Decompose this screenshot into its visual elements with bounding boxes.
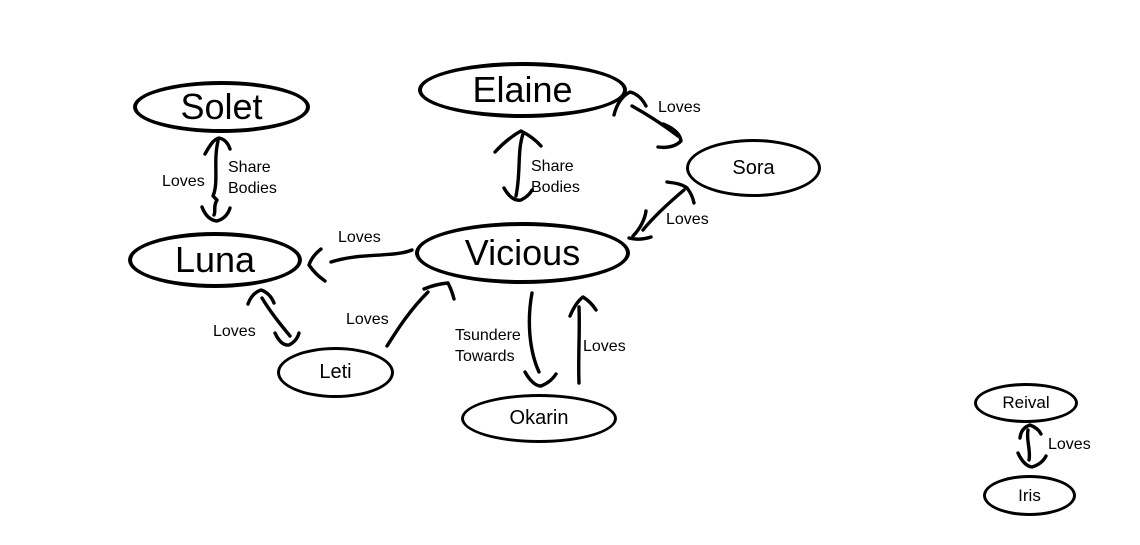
edge-label-elaine-sora-loves: Loves — [658, 99, 701, 116]
node-okarin-label: Okarin — [509, 407, 569, 429]
edge-label-leti-vicious-loves: Loves — [346, 311, 389, 328]
node-luna: Luna — [128, 232, 302, 288]
arrow-leti-vicious — [385, 281, 456, 348]
edge-label-luna-leti-loves: Loves — [213, 323, 256, 340]
node-leti: Leti — [277, 347, 394, 398]
arrow-elaine-sora — [612, 90, 683, 150]
edge-label-solet-luna-loves: Loves — [162, 173, 205, 190]
node-okarin: Okarin — [461, 394, 617, 443]
node-reival: Reival — [974, 383, 1078, 423]
edge-label-elaine-vicious-share-bodies: Share Bodies — [531, 158, 580, 196]
edge-label-vicious-luna-loves: Loves — [338, 229, 381, 246]
node-iris: Iris — [983, 475, 1076, 516]
edge-label-reival-iris-loves: Loves — [1048, 436, 1091, 453]
edge-label-vicious-okarin-tsundere-towards: Tsundere Towards — [455, 327, 521, 365]
node-elaine: Elaine — [418, 62, 627, 118]
arrow-reival-iris — [1016, 423, 1048, 469]
node-vicious: Vicious — [415, 222, 630, 284]
edge-label-solet-luna-share-bodies: Share Bodies — [228, 159, 277, 197]
arrow-solet-luna — [200, 136, 232, 223]
edge-label-okarin-vicious-loves: Loves — [583, 338, 626, 355]
arrow-luna-leti — [246, 288, 301, 347]
node-sora-label: Sora — [732, 156, 775, 179]
arrow-sora-vicious — [627, 180, 696, 241]
node-elaine-label: Elaine — [472, 69, 573, 110]
edge-label-sora-vicious-loves: Loves — [666, 211, 709, 228]
node-luna-label: Luna — [174, 239, 256, 280]
arrow-vicious-okarin — [523, 291, 558, 388]
node-leti-label: Leti — [319, 361, 352, 383]
arrow-okarin-vicious — [568, 295, 598, 385]
node-iris-label: Iris — [1018, 485, 1041, 505]
arrow-elaine-vicious — [493, 129, 543, 202]
arrow-vicious-luna — [307, 247, 414, 283]
node-reival-label: Reival — [1002, 393, 1050, 412]
node-sora: Sora — [686, 139, 821, 197]
node-vicious-label: Vicious — [464, 232, 581, 273]
node-solet: Solet — [133, 81, 310, 133]
node-solet-label: Solet — [180, 86, 263, 127]
